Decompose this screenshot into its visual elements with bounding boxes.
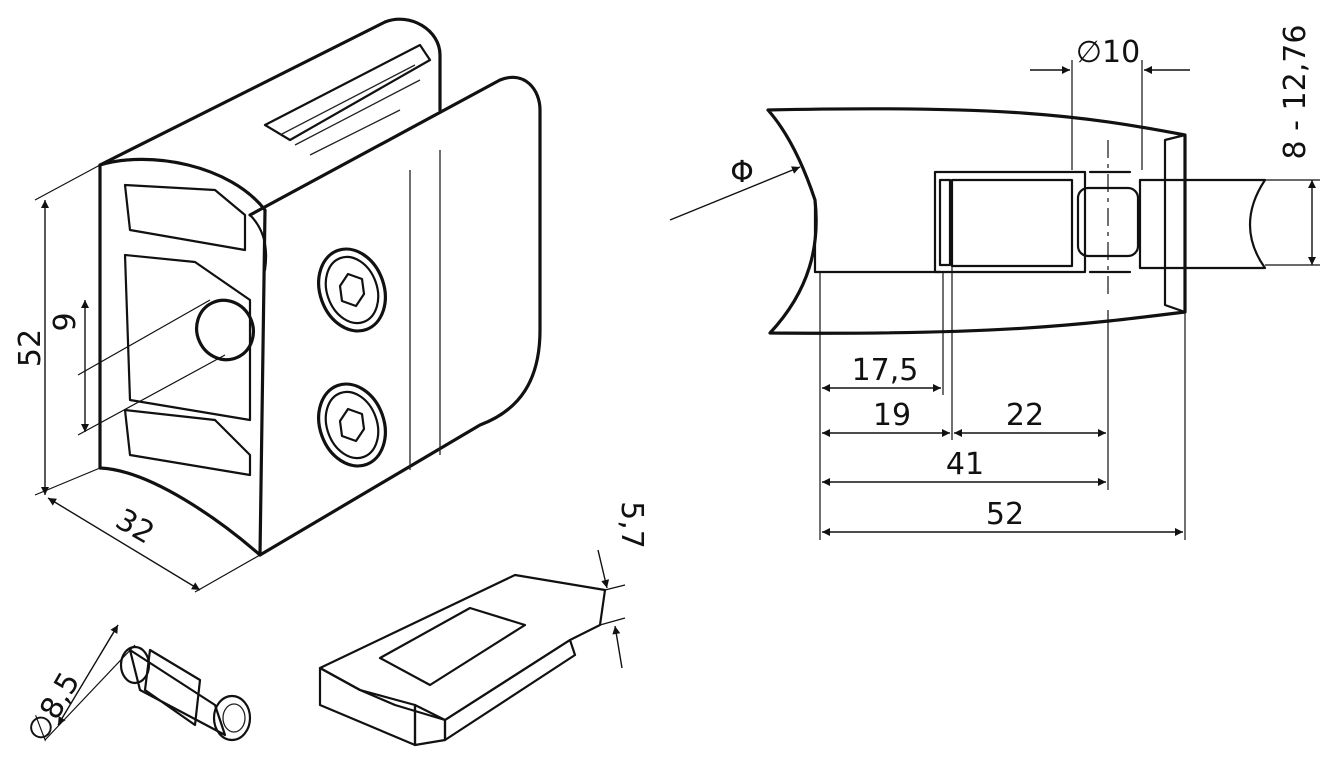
section-dimensions: ∅10 8 - 12,76 Φ 17,5 19 22 41 52 <box>669 25 1320 540</box>
pad-insert-part <box>318 573 607 747</box>
hex-socket-icon <box>338 407 366 443</box>
dim-label-pad-thickness: 5,7 <box>614 501 649 549</box>
dim-label-tube: Φ <box>730 155 754 190</box>
section-view <box>766 107 1267 335</box>
dim-label-pin-diameter-top: ∅10 <box>1076 35 1140 70</box>
clamp-cavity-middle <box>123 253 252 422</box>
glass-left <box>950 178 1074 268</box>
dim-label-17-5: 17,5 <box>852 353 919 388</box>
clamp-top-back <box>98 17 442 167</box>
clamp-isometric-view <box>98 17 542 557</box>
clamp-cavity-top <box>123 183 247 252</box>
screw-top <box>317 247 387 333</box>
dim-label-52-left: 52 <box>13 329 48 367</box>
dim-label-32: 32 <box>109 502 160 551</box>
isometric-dimensions: 52 32 9 <box>13 164 261 593</box>
pad-rubber-strip <box>378 606 527 687</box>
screw-bottom <box>317 382 387 468</box>
pad-dimension: 5,7 <box>597 501 649 669</box>
glass-right <box>1138 178 1267 270</box>
hex-socket-icon <box>338 272 366 308</box>
dim-label-19: 19 <box>873 398 911 433</box>
clamp-edge <box>248 213 268 272</box>
dim-label-glass-thickness: 8 - 12,76 <box>1278 25 1313 160</box>
dim-label-9: 9 <box>48 312 83 331</box>
dim-label-41: 41 <box>946 447 984 482</box>
clamp-top-slot <box>263 43 432 142</box>
dim-label-pin-diameter: ∅8,5 <box>20 667 87 748</box>
pin-part <box>119 645 252 742</box>
clamp-slot-ribs <box>279 64 421 156</box>
clamp-pin-hole <box>195 298 255 362</box>
dim-label-22: 22 <box>1006 398 1044 433</box>
tube-section <box>766 107 1187 335</box>
dim-label-52-section: 52 <box>986 497 1024 532</box>
dim-line-32 <box>47 497 201 591</box>
pin-dimension: ∅8,5 <box>20 624 136 748</box>
pin-rubber-sleeve <box>143 648 202 727</box>
clamp-cavity-bottom <box>123 408 252 477</box>
clamp-front-plate <box>248 75 542 557</box>
